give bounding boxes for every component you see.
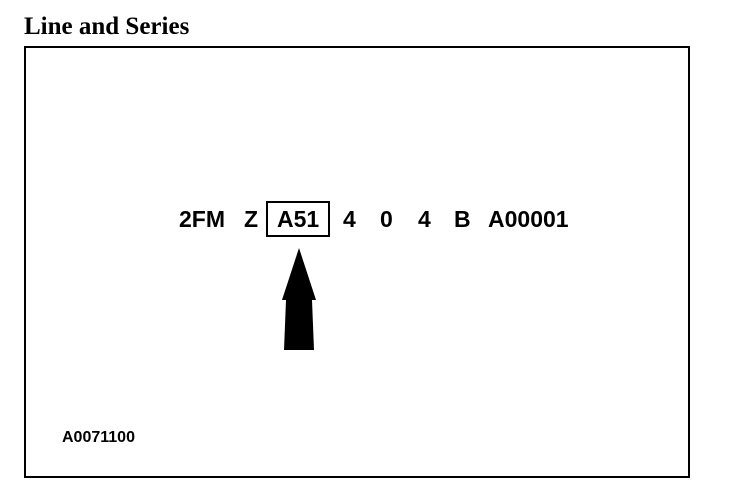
diagram-frame: 2FM Z A51 4 0 4 B A00001 A0071100 xyxy=(24,46,690,478)
vin-segment-check-digit: 4 xyxy=(418,206,431,232)
vin-segment-body: 4 xyxy=(343,206,356,232)
up-arrow-icon xyxy=(282,248,316,350)
vin-segment-engine: 0 xyxy=(380,206,393,232)
vin-segment-restraint: Z xyxy=(244,206,259,232)
reference-code: A0071100 xyxy=(62,429,135,446)
vin-code: 2FM Z A51 4 0 4 B A00001 xyxy=(26,48,688,476)
page-title: Line and Series xyxy=(24,13,190,40)
vin-segment-wmi: 2FM xyxy=(179,206,225,232)
vin-segment-plant-serial: A00001 xyxy=(488,206,569,232)
vin-segment-model-year: B xyxy=(454,206,471,232)
highlight-box xyxy=(266,201,330,237)
vin-segment-line-series: A51 xyxy=(277,206,320,232)
